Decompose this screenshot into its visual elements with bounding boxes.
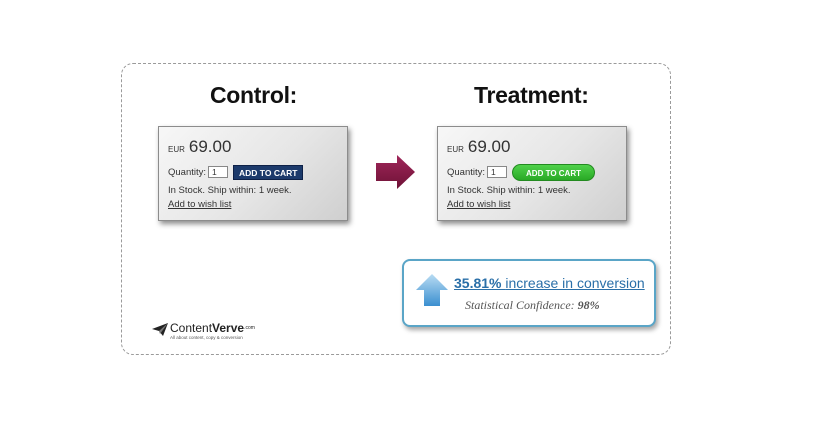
price-row: EUR 69.00 — [168, 137, 347, 159]
logo-name-bold: Verve — [212, 321, 245, 335]
quantity-label: Quantity: — [168, 166, 207, 178]
confidence-label: Statistical Confidence: — [465, 298, 575, 312]
logo-name-suffix: .com — [244, 325, 255, 331]
quantity-input[interactable]: 1 — [487, 166, 508, 178]
quantity-row: Quantity: 1 ADD TO CART — [168, 163, 347, 181]
currency-label: EUR — [168, 145, 185, 154]
up-arrow-icon — [416, 274, 448, 306]
statistical-confidence: Statistical Confidence: 98% — [465, 298, 600, 313]
contentverve-logo: ContentVerve.com All about content, copy… — [152, 322, 255, 341]
logo-wordmark: ContentVerve.com — [170, 322, 255, 335]
confidence-value: 98% — [577, 298, 600, 312]
control-product-box: EUR 69.00 Quantity: 1 ADD TO CART In Sto… — [158, 126, 348, 221]
logo-name-prefix: Content — [170, 321, 213, 335]
add-to-cart-button[interactable]: ADD TO CART — [512, 163, 595, 181]
logo-tagline: All about content, copy & conversion — [170, 335, 243, 340]
right-arrow-icon — [376, 155, 415, 189]
price-value: 69.00 — [188, 137, 232, 156]
control-heading: Control: — [210, 82, 298, 108]
treatment-heading: Treatment: — [474, 82, 589, 108]
dashed-frame — [121, 63, 671, 355]
increase-percent: 35.81% — [454, 275, 502, 291]
conversion-increase-text: 35.81% increase in conversion — [454, 275, 645, 291]
price-row: EUR 69.00 — [447, 137, 626, 159]
increase-label: increase in conversion — [505, 275, 645, 291]
wishlist-link[interactable]: Add to wish list — [447, 199, 511, 210]
wishlist-link[interactable]: Add to wish list — [168, 199, 232, 210]
stock-status: In Stock. Ship within: 1 week. — [447, 185, 571, 196]
treatment-product-box: EUR 69.00 Quantity: 1 ADD TO CART In Sto… — [437, 126, 627, 221]
add-to-cart-button[interactable]: ADD TO CART — [233, 164, 304, 180]
quantity-row: Quantity: 1 ADD TO CART — [447, 163, 626, 181]
result-callout: 35.81% increase in conversion Statistica… — [402, 259, 656, 327]
currency-label: EUR — [447, 145, 464, 154]
quantity-input[interactable]: 1 — [208, 166, 229, 178]
price-value: 69.00 — [467, 137, 511, 156]
paper-plane-icon — [152, 323, 168, 336]
stock-status: In Stock. Ship within: 1 week. — [168, 185, 292, 196]
quantity-label: Quantity: — [447, 166, 486, 178]
